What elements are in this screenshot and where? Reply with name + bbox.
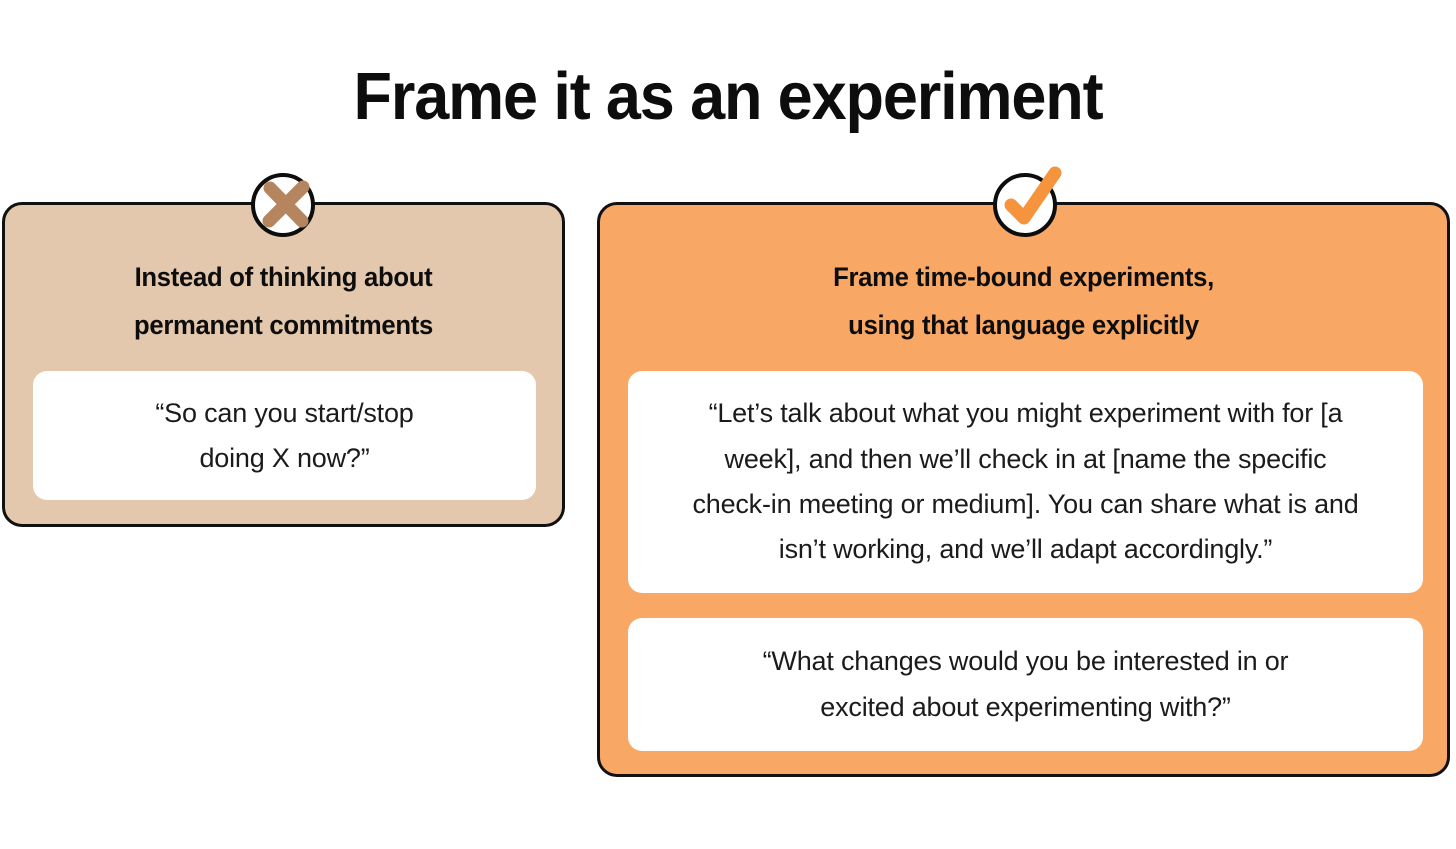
positive-example-card: Frame time-bound experiments, using that… bbox=[597, 202, 1450, 777]
positive-quote-1-line-4: isn’t working, and we’ll adapt according… bbox=[778, 534, 1273, 565]
positive-quote-1-line-1: “Let’s talk about what you might experim… bbox=[708, 398, 1343, 429]
positive-quote-1-line-2: week], and then we’ll check in at [name … bbox=[724, 443, 1327, 474]
positive-quote-box-2: “What changes would you be interested in… bbox=[628, 618, 1423, 751]
positive-header-line-1: Frame time-bound experiments, bbox=[833, 262, 1214, 292]
positive-card-header: Frame time-bound experiments, using that… bbox=[621, 253, 1426, 349]
negative-quote-line-1: “So can you start/stop bbox=[155, 397, 414, 428]
page-title: Frame it as an experiment bbox=[353, 59, 1104, 134]
negative-header-line-2: permanent commitments bbox=[133, 310, 434, 341]
positive-quote-2-line-2: excited about experimenting with?” bbox=[820, 691, 1231, 722]
negative-example-card: Instead of thinking about permanent comm… bbox=[2, 202, 565, 527]
positive-quote-box-1: “Let’s talk about what you might experim… bbox=[628, 371, 1423, 593]
cross-icon bbox=[251, 173, 315, 237]
negative-card-header: Instead of thinking about permanent comm… bbox=[19, 253, 548, 349]
positive-quote-1-line-3: check-in meeting or medium]. You can sha… bbox=[692, 489, 1359, 519]
positive-header-line-2: using that language explicitly bbox=[848, 310, 1199, 341]
negative-quote-line-2: doing X now?” bbox=[199, 442, 370, 473]
negative-header-line-1: Instead of thinking about bbox=[134, 262, 433, 292]
negative-quote-box: “So can you start/stop doing X now?” bbox=[33, 371, 536, 500]
positive-quote-2-line-1: “What changes would you be interested in… bbox=[762, 646, 1289, 677]
check-icon bbox=[993, 166, 1062, 237]
